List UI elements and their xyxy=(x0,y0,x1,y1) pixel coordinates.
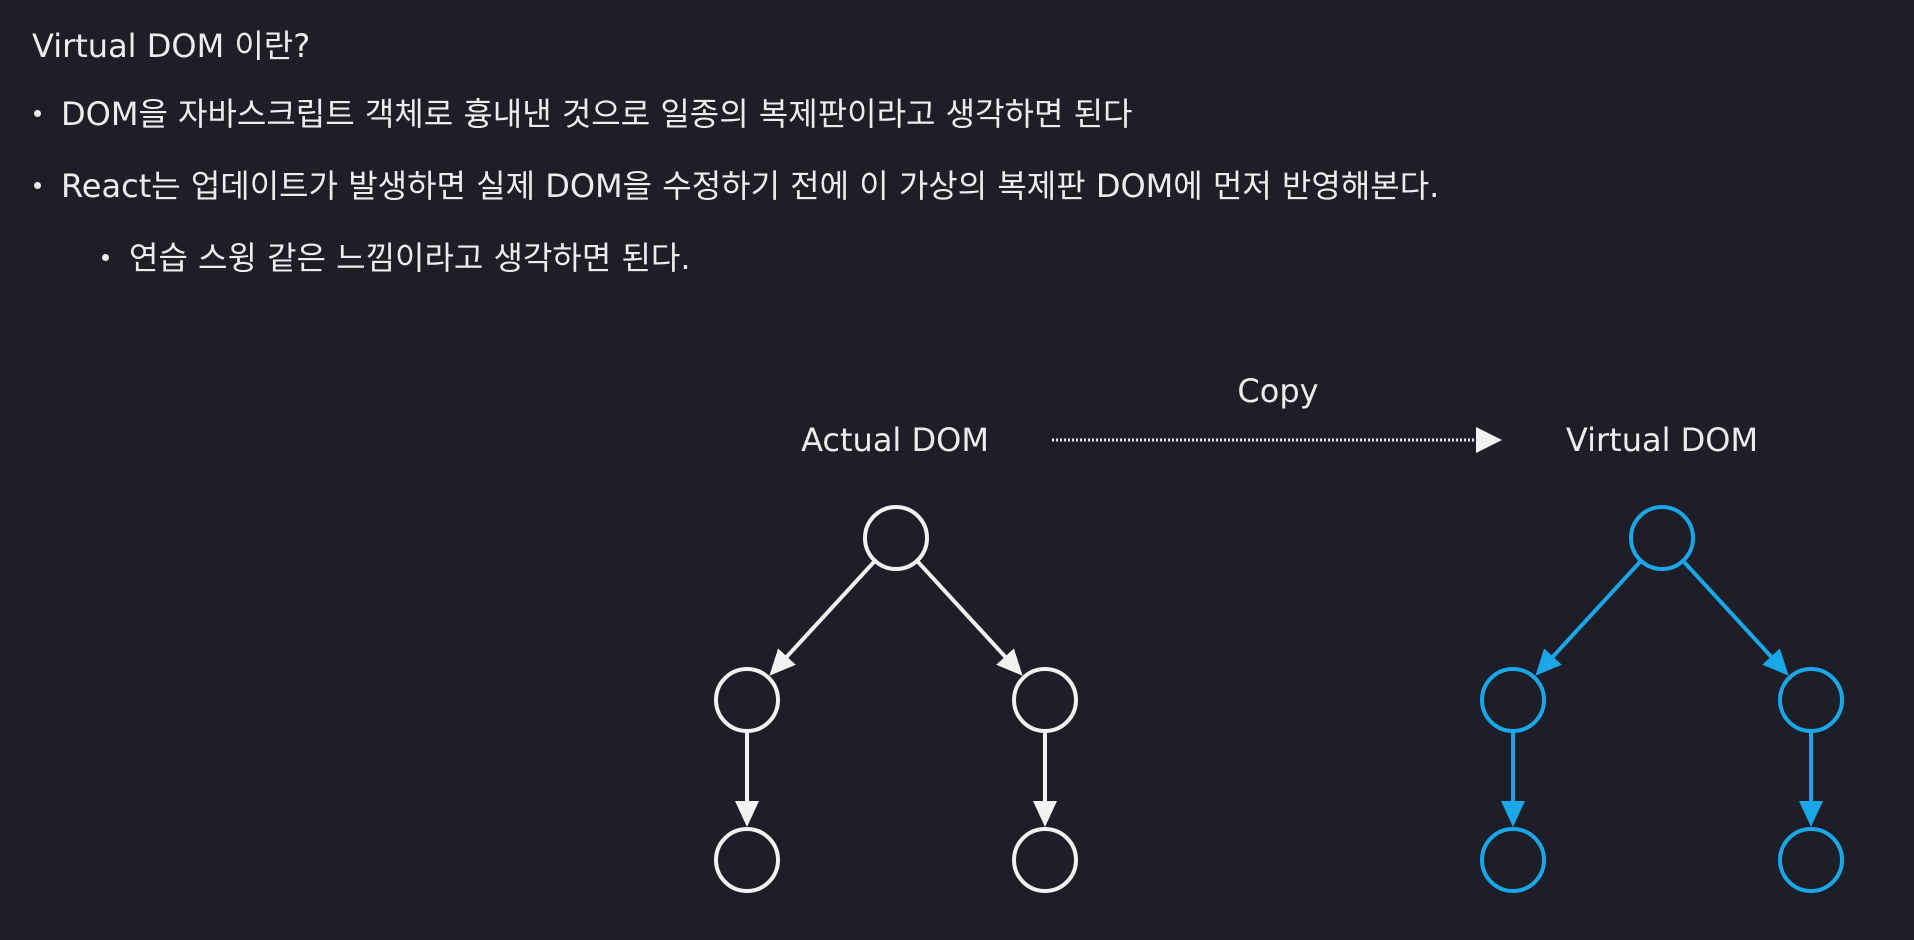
actual-dom-edge-root-right-head xyxy=(996,648,1023,676)
actual-dom-node-right-child xyxy=(1012,667,1078,733)
actual-dom-edge-root-left-head xyxy=(769,648,796,676)
bullet-item-1: DOM을 자바스크립트 객체로 흉내낸 것으로 일종의 복제판이라고 생각하면 … xyxy=(34,92,1132,136)
virtual-dom-edge-root-left-head xyxy=(1535,648,1562,676)
copy-arrow-head xyxy=(1476,427,1502,453)
bullet-text-2: React는 업데이트가 발생하면 실제 DOM을 수정하기 전에 이 가상의 … xyxy=(61,167,1440,205)
virtual-dom-edge-left-leaf-head xyxy=(1501,801,1525,827)
copy-arrow xyxy=(1052,427,1502,453)
actual-dom-edge-left-leaf xyxy=(735,729,759,827)
bullet-dot xyxy=(34,109,41,117)
virtual-dom-label: Virtual DOM xyxy=(1566,421,1758,459)
sub-bullet-item: 연습 스윙 같은 느낌이라고 생각하면 된다. xyxy=(102,236,691,280)
bullet-dot xyxy=(34,181,41,189)
bullet-dot xyxy=(102,253,109,261)
copy-label: Copy xyxy=(1237,372,1318,410)
virtual-dom-edge-right-leaf-head xyxy=(1799,801,1823,827)
virtual-dom-edge-root-left-shaft xyxy=(1550,558,1644,659)
sub-bullet-text: 연습 스윙 같은 느낌이라고 생각하면 된다. xyxy=(129,239,691,277)
actual-dom-edge-right-leaf xyxy=(1033,729,1057,827)
actual-dom-edge-left-leaf-head xyxy=(735,801,759,827)
actual-dom-node-root xyxy=(863,505,929,571)
virtual-dom-node-right-leaf xyxy=(1778,827,1844,893)
actual-dom-edge-root-right-shaft xyxy=(914,558,1008,659)
virtual-dom-node-left-leaf xyxy=(1480,827,1546,893)
actual-dom-edge-root-left-shaft xyxy=(784,558,878,659)
actual-dom-edge-right-leaf-head xyxy=(1033,801,1057,827)
virtual-dom-edge-right-leaf xyxy=(1799,729,1823,827)
virtual-dom-node-right-child xyxy=(1778,667,1844,733)
actual-dom-node-left-child xyxy=(714,667,780,733)
actual-dom-label: Actual DOM xyxy=(801,421,989,459)
slide-title: Virtual DOM 이란? xyxy=(32,27,311,65)
actual-dom-node-left-leaf xyxy=(714,827,780,893)
virtual-dom-edge-root-right xyxy=(1680,558,1789,676)
actual-dom-edge-root-left xyxy=(769,558,878,676)
actual-dom-tree xyxy=(714,505,1078,893)
bullet-item-2: React는 업데이트가 발생하면 실제 DOM을 수정하기 전에 이 가상의 … xyxy=(34,164,1439,208)
virtual-dom-node-root xyxy=(1629,505,1695,571)
virtual-dom-edge-root-left xyxy=(1535,558,1644,676)
virtual-dom-edge-root-right-shaft xyxy=(1680,558,1774,659)
virtual-dom-edge-root-right-head xyxy=(1762,648,1789,676)
virtual-dom-tree xyxy=(1480,505,1844,893)
virtual-dom-node-left-child xyxy=(1480,667,1546,733)
actual-dom-node-right-leaf xyxy=(1012,827,1078,893)
actual-dom-edge-root-right xyxy=(914,558,1023,676)
bullet-text-1: DOM을 자바스크립트 객체로 흉내낸 것으로 일종의 복제판이라고 생각하면 … xyxy=(61,95,1133,133)
virtual-dom-edge-left-leaf xyxy=(1501,729,1525,827)
